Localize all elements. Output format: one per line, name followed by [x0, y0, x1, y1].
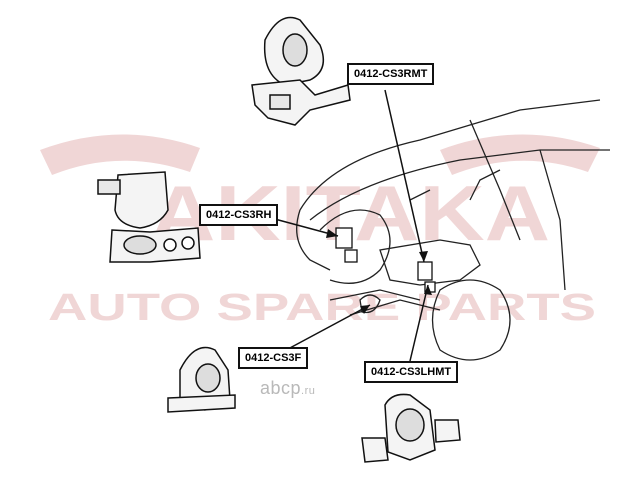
- part-label-rh: 0412-CS3RH: [199, 204, 279, 226]
- mount-lhmt-drawing: [361, 393, 461, 463]
- leader-lines: [270, 89, 429, 362]
- part-label-lhmt: 0412-CS3LHMT: [364, 361, 459, 383]
- mount-rh-drawing: [97, 171, 201, 263]
- installed-mounts: [335, 227, 436, 293]
- watermark-tagline: AUTO SPARE PARTS: [48, 287, 596, 329]
- part-label-rmt: 0412-CS3RMT: [347, 63, 435, 85]
- part-label-f: 0412-CS3F: [238, 347, 309, 369]
- watermark-site-suffix: .ru: [301, 385, 316, 397]
- mount-f-drawing: [167, 346, 236, 413]
- watermark-site-name: abcp: [260, 378, 302, 398]
- watermark-site: abcp.ru: [260, 378, 315, 399]
- mount-rmt-drawing: [251, 16, 351, 126]
- arrow-heads: [326, 229, 432, 314]
- engine-bay-drawing: [296, 99, 610, 361]
